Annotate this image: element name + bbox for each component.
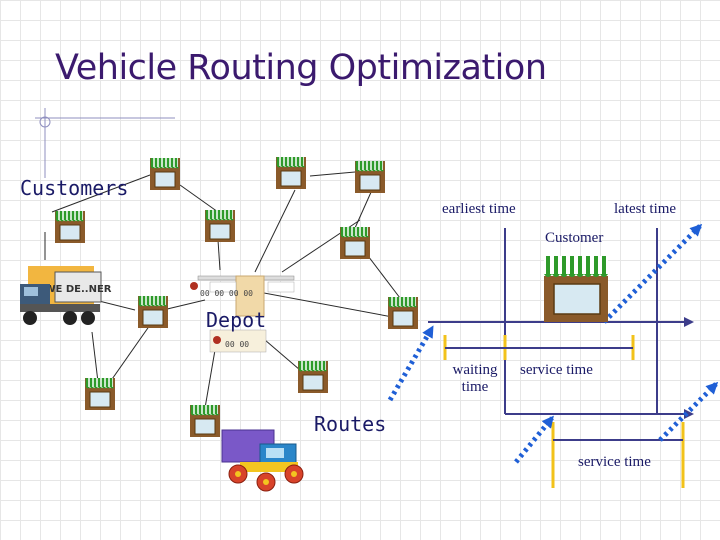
routes-label: Routes xyxy=(314,412,387,436)
customer-store-large-icon xyxy=(544,256,608,322)
waiting-time-label: waiting time xyxy=(446,362,504,396)
customer-store-icon xyxy=(148,156,182,192)
svg-text:00 00 00 00: 00 00 00 00 xyxy=(200,289,253,298)
customer-store-icon xyxy=(203,208,237,244)
toy-truck-icon xyxy=(221,429,304,492)
delivery-truck-icon: WE DE..NER xyxy=(20,266,112,325)
customer-label: Customer xyxy=(545,230,604,246)
customer-store-icon xyxy=(136,294,170,330)
customer-store-icon xyxy=(296,359,330,395)
service-time-label-top: service time xyxy=(520,362,593,378)
depot-icon: 00 00 00 00 00 00 xyxy=(190,275,295,353)
arrival-arrows xyxy=(387,223,719,464)
service-time-label-bottom: service time xyxy=(578,454,651,470)
svg-text:00 00: 00 00 xyxy=(225,340,249,349)
customers-label: Customers xyxy=(20,176,129,200)
customer-store-icon xyxy=(53,209,87,245)
customer-store-icon xyxy=(353,159,387,195)
waiting-label-line1: waiting xyxy=(452,362,498,378)
depot-label: Depot xyxy=(206,308,267,332)
customer-store-icon xyxy=(188,403,222,439)
customer-store-icon xyxy=(338,225,372,261)
truck-sign: WE DE..NER xyxy=(45,284,112,295)
slide-title: Vehicle Routing Optimization xyxy=(55,48,547,88)
earliest-time-label: earliest time xyxy=(442,201,516,217)
customer-store-icon xyxy=(386,295,420,331)
customer-store-icon xyxy=(274,155,308,191)
latest-time-label: latest time xyxy=(614,201,677,217)
customer-store-icon xyxy=(83,376,117,412)
waiting-label-line2: time xyxy=(461,379,489,395)
